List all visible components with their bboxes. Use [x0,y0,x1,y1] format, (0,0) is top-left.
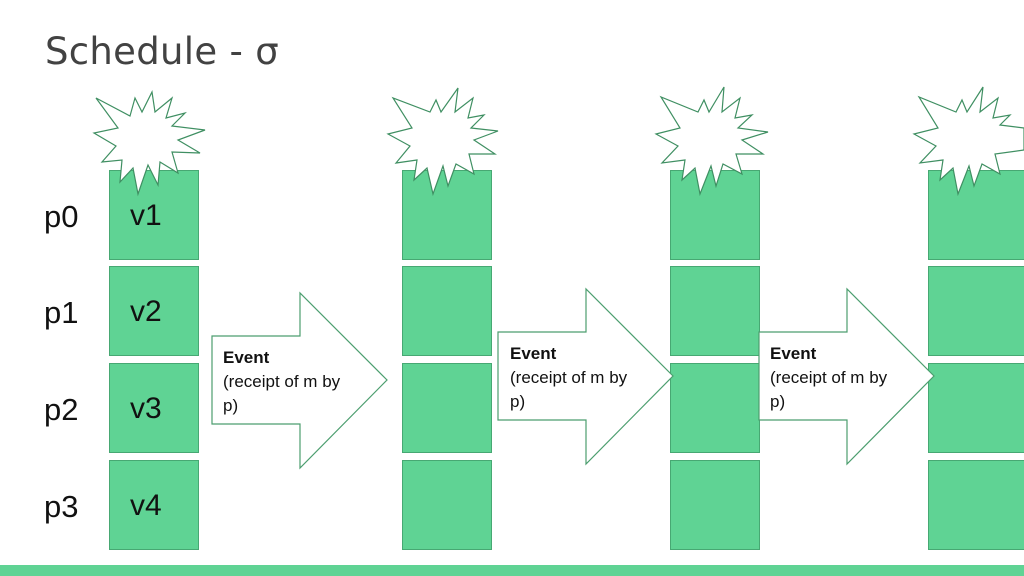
state-cell-c2-p1 [670,266,760,356]
event-title: Event [510,344,557,363]
state-cell-c2-p2 [670,363,760,453]
state-cell-c1-p2 [402,363,492,453]
process-label-p2: p2 [44,392,79,427]
process-label-p1: p1 [44,295,79,330]
event-description: (receipt of m by p) [770,368,888,411]
state-cell-c1-p0 [402,170,492,260]
state-cell-c3-p2 [928,363,1024,453]
event-description: (receipt of m by p) [223,372,341,415]
block-arrow-right-icon [758,287,935,466]
state-cell-c2-p3 [670,460,760,550]
state-cell-c0-p0: v1 [109,170,199,260]
state-cell-c3-p3 [928,460,1024,550]
footer-accent-bar [0,565,1024,576]
block-arrow-right-icon [497,287,674,466]
event-title: Event [770,344,817,363]
state-cell-c3-p0 [928,170,1024,260]
explosion-burst-icon [912,86,1024,197]
event-label-2: Event (receipt of m by p) [510,342,640,414]
event-title: Event [223,348,270,367]
state-cell-c1-p3 [402,460,492,550]
state-cell-c1-p1 [402,266,492,356]
state-value: v1 [130,199,162,232]
state-value: v4 [130,489,162,522]
slide-title: Schedule - σ [45,30,279,73]
explosion-burst-icon [386,87,499,197]
event-description: (receipt of m by p) [510,368,628,411]
explosion-burst-icon [654,86,769,197]
state-cell-c0-p2: v3 [109,363,199,453]
event-label-1: Event (receipt of m by p) [223,346,353,418]
explosion-burst-icon [92,90,206,197]
state-value: v3 [130,392,162,425]
event-label-3: Event (receipt of m by p) [770,342,900,414]
block-arrow-right-icon [211,291,388,470]
state-value: v2 [130,295,162,328]
state-cell-c3-p1 [928,266,1024,356]
process-label-p0: p0 [44,199,79,234]
state-cell-c0-p3: v4 [109,460,199,550]
state-cell-c0-p1: v2 [109,266,199,356]
process-label-p3: p3 [44,489,79,524]
